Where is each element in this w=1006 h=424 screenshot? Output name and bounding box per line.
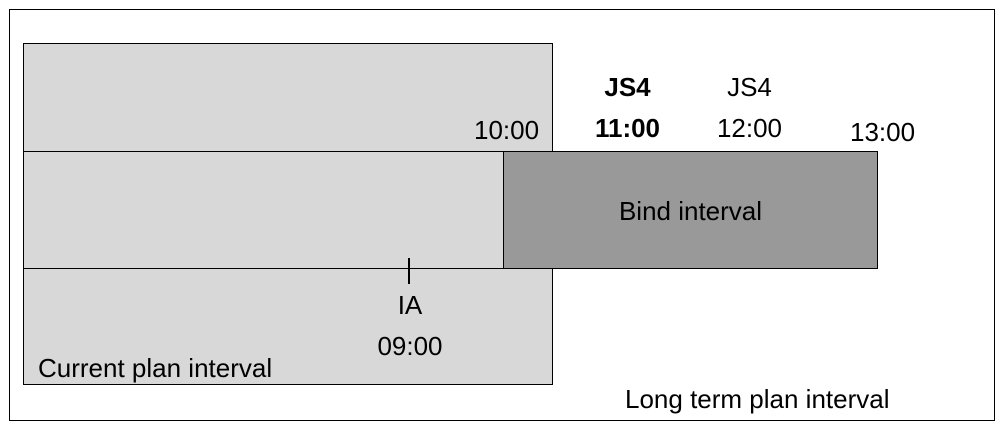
time-13-label: 13:00: [850, 117, 916, 147]
js4-bold-time-label: 11:00: [594, 113, 661, 143]
ia-tick-mark: [408, 258, 410, 284]
js4-bold-label: JS4: [604, 72, 651, 102]
planning-band: [23, 151, 504, 269]
current-plan-interval-label: Current plan interval: [38, 353, 273, 383]
js4-label: JS4: [727, 72, 772, 102]
ia-time-label: 09:00: [377, 331, 443, 361]
bind-interval-label: Bind interval: [618, 196, 763, 226]
time-10-label: 10:00: [474, 115, 540, 145]
ia-label: IA: [397, 290, 423, 320]
bind-interval-box: [503, 151, 878, 269]
long-term-plan-interval-label: Long term plan interval: [625, 384, 890, 414]
js4-time-label: 12:00: [716, 113, 783, 143]
